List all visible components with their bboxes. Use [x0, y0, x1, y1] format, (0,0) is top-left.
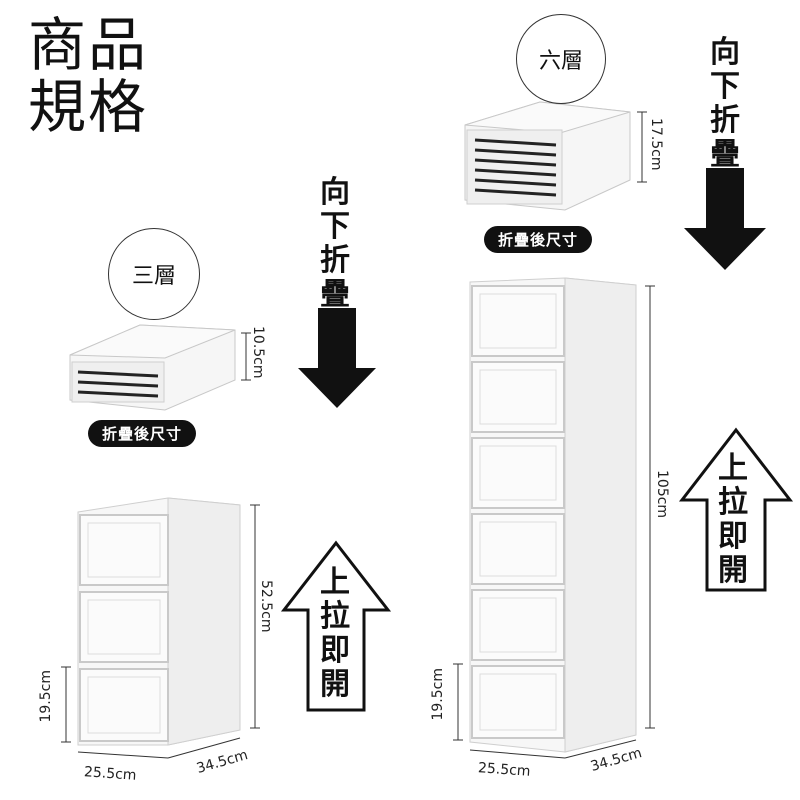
large-folded-dim-line — [637, 111, 647, 183]
large-folded-size-label: 折疊後尺寸 — [484, 226, 593, 253]
large-down-arrow — [684, 168, 766, 270]
small-layer-height: 19.5cm — [38, 670, 54, 723]
fold-char: 疊 — [710, 137, 740, 172]
fold-char: 下 — [710, 69, 740, 104]
fold-char: 折 — [320, 243, 350, 278]
large-cabinet — [469, 277, 637, 753]
large-fold-instruction: 向 下 折 疊 — [710, 36, 740, 172]
title-line-2: 規格 — [28, 73, 149, 141]
title-line-1: 商品 — [28, 11, 149, 79]
page-title: 商品 規格 — [28, 14, 148, 138]
fold-char: 下 — [320, 209, 350, 244]
pull-char: 開 — [718, 553, 748, 588]
small-height-dim-line — [250, 504, 260, 729]
large-height-dim-line — [645, 285, 655, 729]
pull-char: 即 — [320, 633, 350, 668]
large-pull-instruction: 上 拉 即 開 — [718, 452, 748, 588]
fold-char: 向 — [710, 35, 740, 70]
small-layer-badge: 三層 — [108, 228, 200, 320]
small-folded-dim-line — [241, 332, 251, 381]
pull-char: 上 — [320, 565, 350, 600]
large-folded-height: 17.5cm — [648, 118, 664, 171]
pull-char: 開 — [320, 667, 350, 702]
small-up-arrow — [280, 540, 392, 712]
small-folded-size-label: 折疊後尺寸 — [88, 420, 197, 447]
small-folded-stack — [69, 324, 236, 411]
fold-char: 疊 — [320, 277, 350, 312]
pull-char: 即 — [718, 519, 748, 554]
large-width-dim-line — [469, 739, 637, 759]
large-folded-stack — [464, 101, 631, 211]
large-up-arrow — [678, 427, 794, 592]
small-layer-badge-text: 三層 — [131, 264, 176, 289]
small-fold-instruction: 向 下 折 疊 — [320, 176, 350, 312]
small-cabinet — [77, 497, 241, 746]
small-down-arrow — [298, 308, 376, 408]
small-folded-height: 10.5cm — [250, 326, 266, 379]
fold-char: 折 — [710, 103, 740, 138]
large-layer-height: 19.5cm — [430, 668, 446, 721]
small-width-dim-line — [77, 737, 241, 759]
pull-char: 上 — [718, 451, 748, 486]
small-layer-dim-line — [61, 666, 71, 743]
large-layer-badge-text: 六層 — [538, 49, 583, 74]
small-pull-instruction: 上 拉 即 開 — [320, 566, 350, 702]
small-total-height: 52.5cm — [258, 580, 274, 633]
fold-char: 向 — [320, 175, 350, 210]
large-total-height: 105cm — [654, 470, 670, 519]
pull-char: 拉 — [320, 599, 350, 634]
large-layer-dim-line — [453, 663, 463, 741]
pull-char: 拉 — [718, 485, 748, 520]
large-layer-badge: 六層 — [516, 14, 606, 104]
